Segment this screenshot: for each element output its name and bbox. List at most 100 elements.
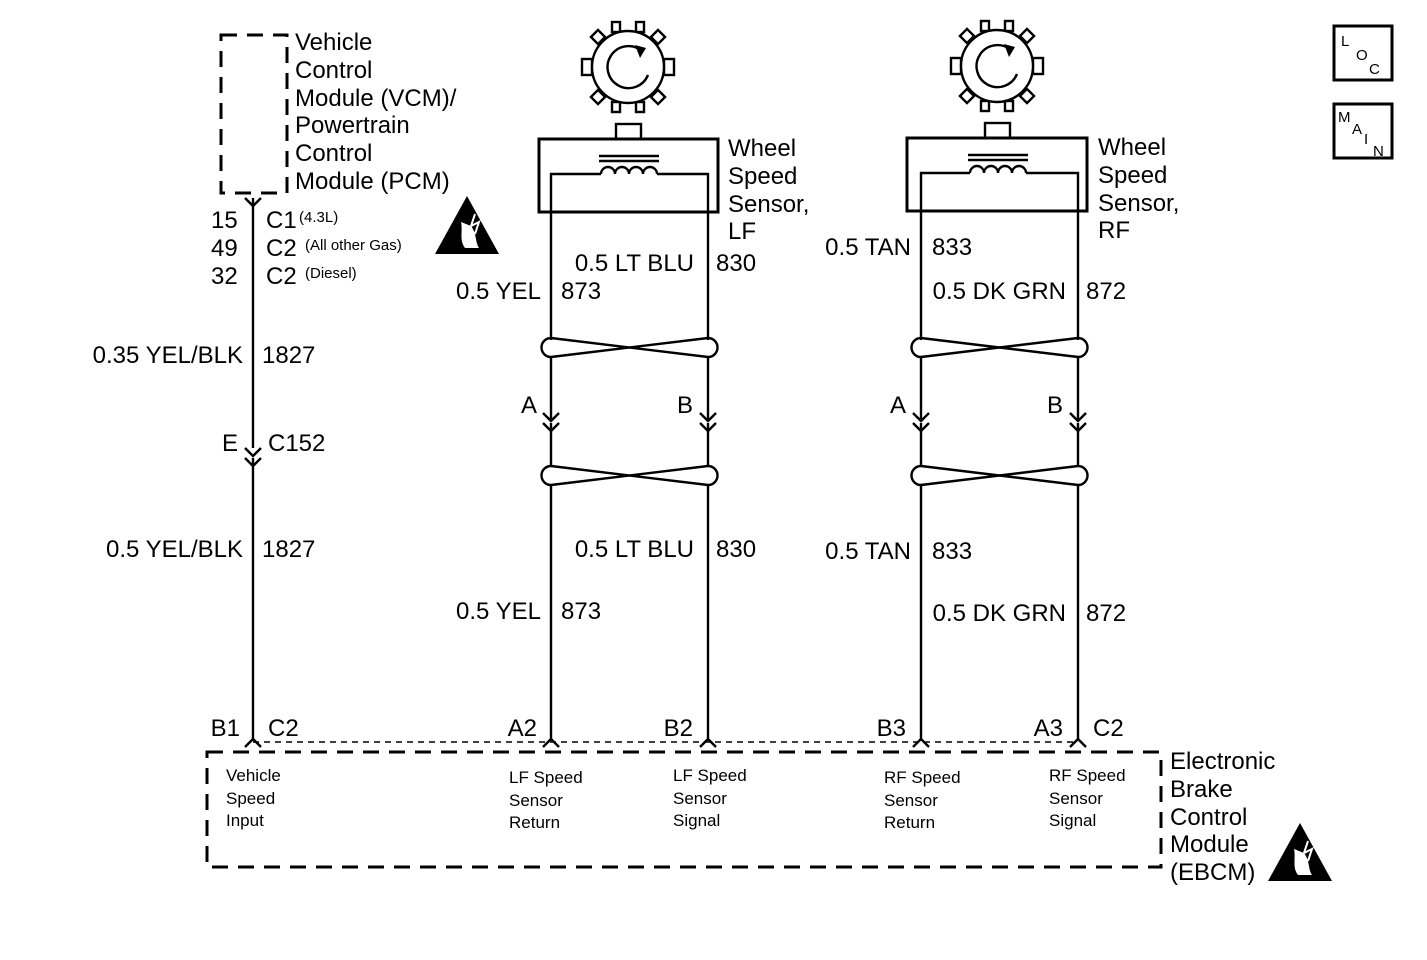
lf-conn-a: A [521,392,537,419]
rf-conn-b: B [1047,392,1063,419]
svg-text:Sensor: Sensor [509,791,563,810]
svg-text:Wheel: Wheel [728,135,796,162]
lf-bot-b-circuit: 830 [716,536,756,563]
rf-connector [912,357,1087,466]
svg-text:RF Speed: RF Speed [884,768,961,787]
vss-lower-color: 0.5 YEL/BLK [106,536,243,563]
svg-text:C: C [1369,61,1380,78]
rf-sensor-label: Wheel Speed Sensor, RF [1098,134,1179,244]
ebcm-pin-lf-b: B2 [664,715,693,742]
rf-conn-a: A [890,392,906,419]
svg-text:Powertrain: Powertrain [295,112,410,139]
rf-wheel-speed-sensor [905,19,1089,340]
ebcm-function-lf-signal: LF Speed Sensor Signal [673,766,747,830]
rf-top-a-color: 0.5 TAN [825,234,911,261]
svg-text:Sensor,: Sensor, [728,191,809,218]
rf-bot-a-color: 0.5 TAN [825,538,911,565]
connector-c152: C152 [268,430,325,457]
svg-text:Module: Module [1170,831,1249,858]
vss-upper-color: 0.35 YEL/BLK [93,342,243,369]
svg-text:O: O [1356,47,1368,64]
vss-lower-circuit: 1827 [262,536,315,563]
svg-text:Signal: Signal [673,811,720,830]
svg-text:Input: Input [226,811,264,830]
svg-text:(Diesel): (Diesel) [305,265,357,282]
svg-text:Control: Control [1170,804,1247,831]
ebcm-title: Electronic Brake Control Module (EBCM) [1170,748,1275,886]
rf-top-a-circuit: 833 [932,234,972,261]
loc-icon[interactable]: L O C [1332,24,1394,82]
ebcm-conn-c2-left: C2 [268,715,299,742]
svg-text:49: 49 [211,235,238,262]
ebcm-conn-c2-right: C2 [1093,715,1124,742]
ebcm-pin-lf-a: A2 [508,715,537,742]
svg-text:Signal: Signal [1049,811,1096,830]
lf-sensor-label: Wheel Speed Sensor, LF [728,135,809,245]
vss-upper-circuit: 1827 [262,342,315,369]
esd-warning-icon [434,195,500,255]
lf-wheel-speed-sensor [537,20,720,340]
vss-wire [244,197,262,748]
rf-bot-a-circuit: 833 [932,538,972,565]
lf-bot-a-circuit: 873 [561,598,601,625]
svg-text:(All other Gas): (All other Gas) [305,237,402,254]
svg-text:15: 15 [211,207,238,234]
svg-text:Module (PCM): Module (PCM) [295,168,450,195]
svg-text:Sensor: Sensor [673,789,727,808]
lf-twisted-pair-upper [540,336,719,359]
svg-text:L: L [1341,33,1349,50]
svg-text:Return: Return [509,813,560,832]
svg-text:LF: LF [728,218,756,245]
lf-twisted-pair-lower [540,464,719,748]
pcm-module-box [219,33,289,195]
lf-connector [542,357,717,466]
svg-text:Brake: Brake [1170,776,1233,803]
svg-text:N: N [1373,143,1384,160]
svg-text:C2: C2 [266,263,297,290]
svg-text:Control: Control [295,57,372,84]
svg-text:Sensor,: Sensor, [1098,190,1179,217]
svg-text:Vehicle: Vehicle [226,766,281,785]
pcm-title: Vehicle Control Module (VCM)/ Powertrain… [295,29,457,195]
svg-text:32: 32 [211,263,238,290]
rf-top-b-color: 0.5 DK GRN [933,278,1066,305]
svg-text:C1: C1 [266,207,297,234]
svg-text:RF Speed: RF Speed [1049,766,1126,785]
rf-top-b-circuit: 872 [1086,278,1126,305]
ebcm-pin-rf-b: A3 [1034,715,1063,742]
ebcm-function-vehicle-speed: Vehicle Speed Input [226,766,281,830]
svg-text:C2: C2 [266,235,297,262]
lf-bot-a-color: 0.5 YEL [456,598,541,625]
lf-top-a-circuit: 873 [561,278,601,305]
ebcm-function-rf-return: RF Speed Sensor Return [884,768,961,832]
svg-text:(4.3L): (4.3L) [299,209,338,226]
main-icon[interactable]: M A I N [1332,102,1394,160]
rf-bot-b-circuit: 872 [1086,600,1126,627]
connector-pin-e: E [222,430,238,457]
lf-bot-b-color: 0.5 LT BLU [575,536,694,563]
svg-text:Sensor: Sensor [884,791,938,810]
rf-twisted-pair-upper [910,336,1089,359]
lf-conn-b: B [677,392,693,419]
svg-text:LF Speed: LF Speed [673,766,747,785]
pcm-pin-list: 15 C1 (4.3L) 49 C2 (All other Gas) 32 C2… [211,207,402,290]
svg-text:I: I [1364,131,1368,148]
svg-text:Return: Return [884,813,935,832]
svg-text:Speed: Speed [728,163,797,190]
svg-text:Module (VCM)/: Module (VCM)/ [295,85,457,112]
ebcm-esd-warning-icon [1267,822,1333,882]
lf-top-a-color: 0.5 YEL [456,278,541,305]
rf-bot-b-color: 0.5 DK GRN [933,600,1066,627]
ebcm-function-rf-signal: RF Speed Sensor Signal [1049,766,1126,830]
lf-top-b-color: 0.5 LT BLU [575,250,694,277]
ebcm-pin-rf-a: B3 [877,715,906,742]
ebcm-function-lf-return: LF Speed Sensor Return [509,768,583,832]
rf-twisted-pair-lower [910,464,1089,748]
svg-text:Speed: Speed [226,789,275,808]
svg-text:LF Speed: LF Speed [509,768,583,787]
svg-text:Electronic: Electronic [1170,748,1275,775]
svg-text:M: M [1338,109,1351,126]
rf-tone-wheel-icon [949,19,1045,113]
lf-top-b-circuit: 830 [716,250,756,277]
lf-tone-wheel-icon [580,20,676,114]
